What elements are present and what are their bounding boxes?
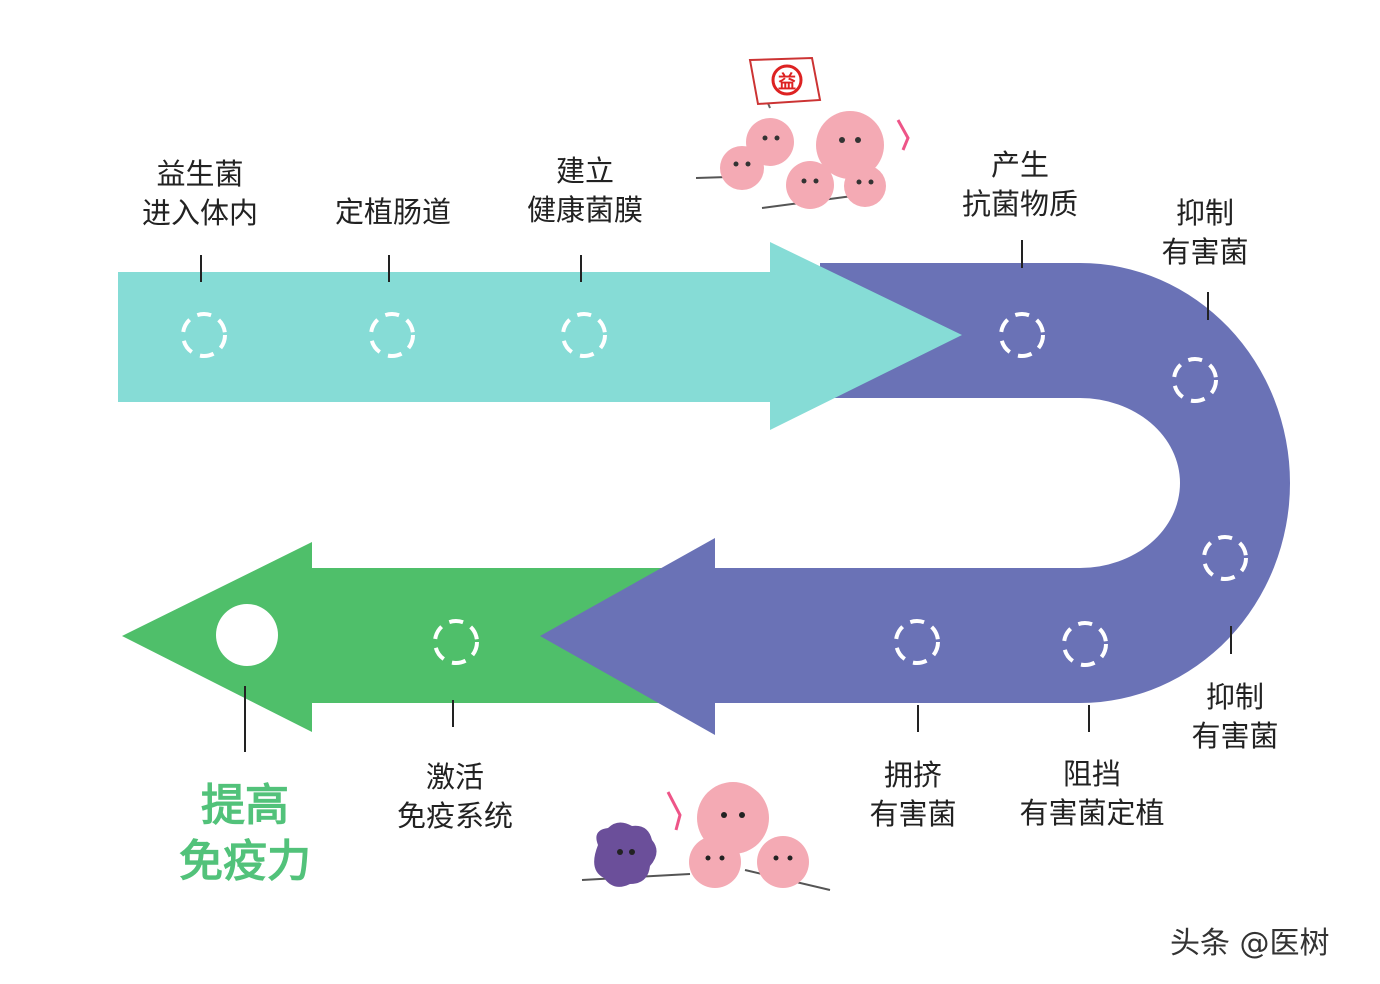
goal-marker	[216, 604, 278, 666]
step-label-antibacterial: 产生 抗菌物质	[961, 148, 1078, 221]
bottom-blue-arrow	[540, 538, 820, 735]
probiotic-team-illustration: 益	[695, 56, 910, 209]
step-marker	[561, 312, 607, 358]
flag-icon	[748, 56, 822, 106]
step-marker	[999, 312, 1045, 358]
step-marker	[1172, 357, 1218, 403]
step-label-inhibit-bottom: 抑制 有害菌	[1191, 680, 1279, 753]
step-marker	[433, 619, 479, 665]
goal-label: 提高 免疫力	[179, 780, 311, 887]
step-label-probiotics-enter: 益生菌 进入体内	[141, 157, 258, 230]
step-marker	[894, 619, 940, 665]
step-label-inhibit-top: 抑制 有害菌	[1161, 196, 1249, 269]
watermark: 头条 @医树	[1170, 926, 1330, 961]
step-label-activate-immune: 激活 免疫系统	[396, 760, 513, 833]
step-marker	[181, 312, 227, 358]
pathogen-icon	[594, 822, 657, 887]
step-label-block-colonization: 阻挡 有害菌定植	[1019, 757, 1165, 830]
step-label-crowd-out: 拥挤 有害菌	[869, 758, 957, 831]
step-marker	[1202, 535, 1248, 581]
step-marker	[369, 312, 415, 358]
top-arrow	[118, 242, 962, 430]
step-marker	[1062, 621, 1108, 667]
bottom-green-arrow	[122, 542, 700, 732]
probiotics-vs-pathogen-illustration	[581, 782, 831, 891]
svg-text:益: 益	[778, 71, 796, 93]
step-label-colonize-gut: 定植肠道	[334, 195, 451, 229]
step-label-build-biofilm: 建立 健康菌膜	[526, 154, 643, 227]
